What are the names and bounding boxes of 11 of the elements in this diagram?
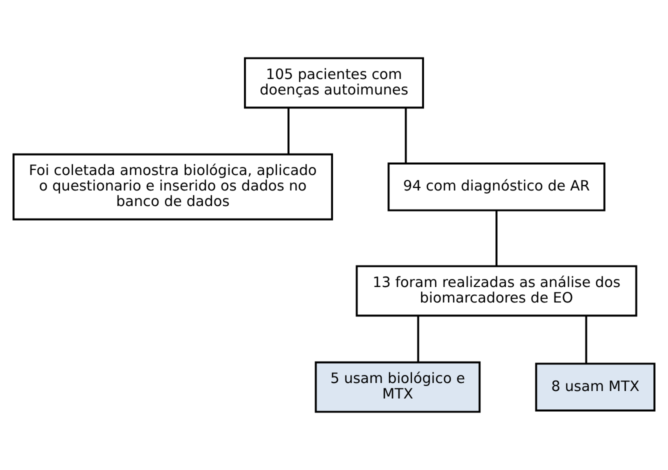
connector: [404, 108, 407, 164]
connector: [417, 316, 420, 362]
node-box: 13 foram realizadas as análise dos biomarcadores de EO: [356, 265, 638, 317]
node-box: 105 pacientes com doenças autoimunes: [244, 57, 424, 109]
connector: [288, 108, 290, 154]
node-box: 94 com diagnóstico de AR: [388, 162, 606, 212]
connector: [585, 316, 588, 364]
node-box: Foi coletada amostra biológica, aplicado o questionario e inserido os dados no banco de dados: [12, 153, 334, 220]
node-box: 5 usam biológico e MTX: [314, 361, 481, 413]
connector: [496, 210, 498, 266]
node-box: 8 usam MTX: [535, 362, 656, 412]
